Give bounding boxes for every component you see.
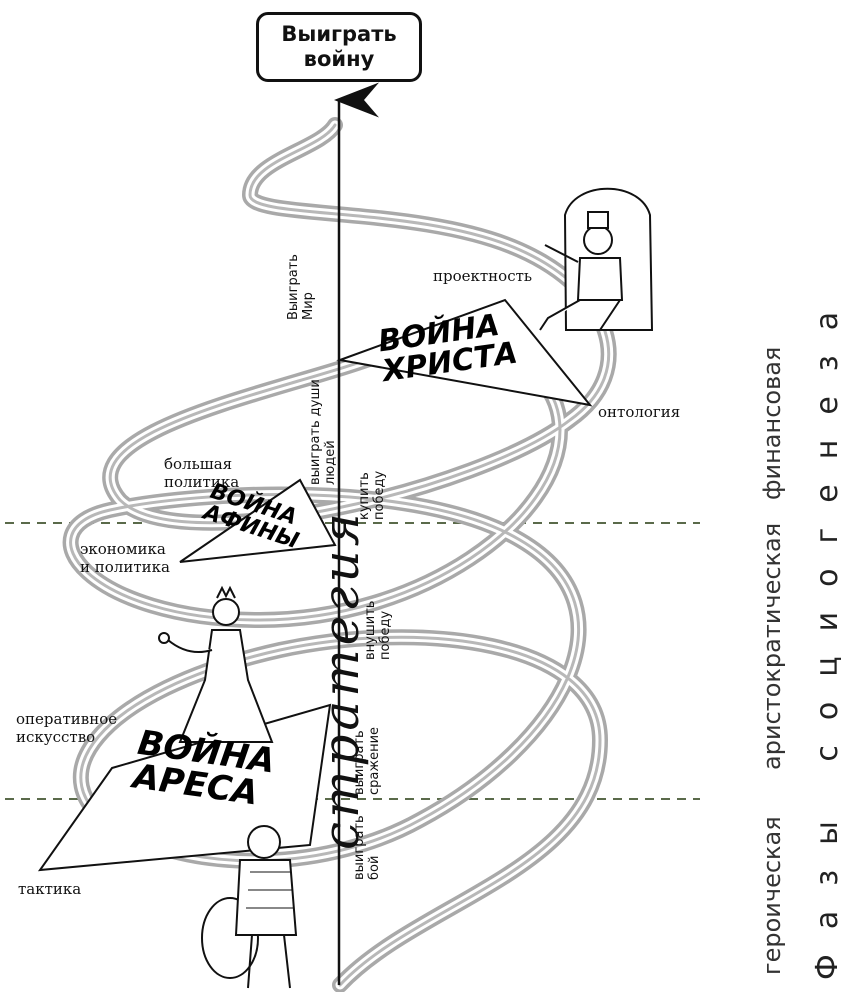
level-big-politics: большая политика [164, 455, 240, 491]
phase-heroic: героическая [758, 816, 786, 975]
level-ontology: онтология [598, 403, 681, 421]
strategy-axis-label: стратегия [312, 509, 370, 850]
step-buy-victory: купить победу [357, 470, 387, 520]
christ-war-pennant [336, 298, 593, 407]
phase-aristocratic: аристократическая [758, 522, 786, 770]
queen-figure [158, 585, 274, 743]
athena-war-pennant [179, 478, 337, 563]
goal-box-win-war: Выиграть войну [256, 12, 422, 82]
step-win-battle: выиграть бой [352, 815, 382, 880]
step-win-souls: выиграть души людей [308, 379, 338, 485]
title-phases-of-sociogenesis: Фазы социогенеза [810, 286, 845, 980]
financier-on-throne-figure [539, 187, 654, 331]
step-win-engagement: выиграть сражение [352, 726, 382, 795]
phase-financial: финансовая [758, 346, 786, 500]
step-win-world: Выиграть Мир [286, 254, 316, 320]
step-inspire-victory: внушить победу [363, 600, 393, 660]
level-operational-art: оперативное искусство [16, 710, 118, 746]
level-tactics: тактика [18, 880, 82, 898]
level-economics-politics: экономика и политика [80, 540, 170, 576]
warrior-figure [201, 825, 298, 989]
level-projectness: проектность [433, 267, 533, 285]
war-ares-title: ВОЙНА АРЕСА [130, 722, 278, 814]
